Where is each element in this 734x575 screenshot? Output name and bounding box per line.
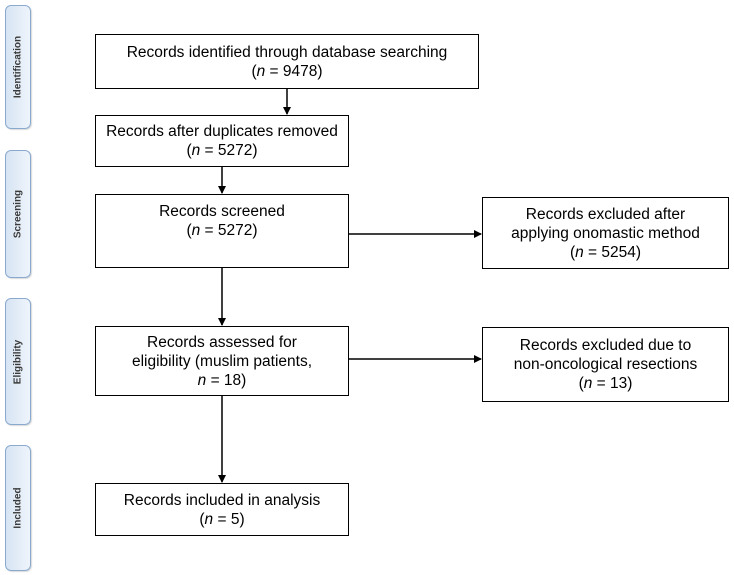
box-records-after-duplicates-count: (n = 5272)	[186, 142, 258, 159]
box-records-assessed: Records assessed for eligibility (muslim…	[95, 326, 349, 396]
box-records-identified: Records identified through database sear…	[95, 34, 479, 89]
box-records-assessed-count: n = 18)	[197, 371, 247, 389]
box-records-excluded-onomastic-line2: applying onomastic method	[511, 224, 700, 242]
phase-eligibility: Eligibility	[5, 298, 31, 425]
box-records-screened: Records screened (n = 5272)	[95, 194, 349, 268]
box-records-identified-text: Records identified through database sear…	[126, 43, 448, 61]
box-records-excluded-non-oncological: Records excluded due to non-oncological …	[482, 327, 729, 402]
phase-screening: Screening	[5, 150, 31, 278]
box-records-screened-count: (n = 5272)	[186, 222, 258, 239]
box-records-screened-text: Records screened	[159, 203, 285, 220]
box-records-assessed-line2: eligibility (muslim patients,	[131, 352, 313, 370]
box-records-included-text: Records included in analysis	[123, 491, 321, 509]
box-records-identified-count: (n = 9478)	[251, 62, 323, 80]
box-records-after-duplicates-text: Records after duplicates removed	[106, 123, 338, 140]
phase-included: Included	[5, 445, 31, 571]
box-records-after-duplicates: Records after duplicates removed (n = 52…	[95, 115, 349, 167]
box-records-excluded-non-oncological-line2: non-oncological resections	[513, 356, 698, 373]
box-records-excluded-onomastic: Records excluded after applying onomasti…	[482, 197, 729, 269]
phase-identification: Identification	[5, 5, 31, 129]
box-records-assessed-line1: Records assessed for	[147, 333, 297, 351]
box-records-included-count: (n = 5)	[199, 510, 245, 528]
box-records-included: Records included in analysis (n = 5)	[95, 483, 349, 536]
box-records-excluded-onomastic-line1: Records excluded after	[525, 205, 686, 223]
box-records-excluded-non-oncological-line1: Records excluded due to	[519, 337, 692, 354]
box-records-excluded-non-oncological-count: (n = 13)	[578, 375, 633, 392]
box-records-excluded-onomastic-count: (n = 5254)	[569, 243, 642, 261]
